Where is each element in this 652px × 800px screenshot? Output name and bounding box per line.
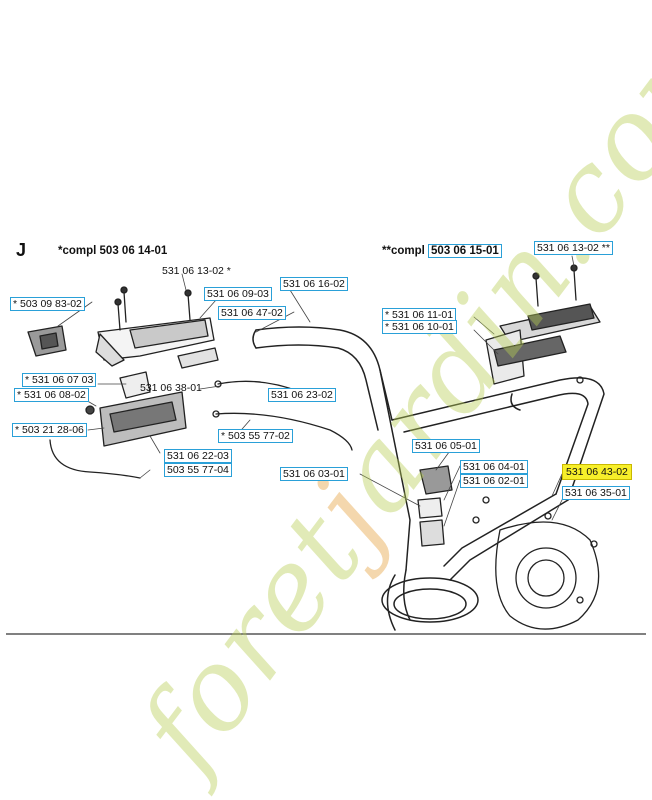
handle-frame-tube [252, 326, 605, 631]
part-label[interactable]: 531 06 13-02 * [162, 265, 231, 277]
part-label[interactable]: * 503 09 83-02 [10, 297, 85, 311]
part-label[interactable]: 531 06 03-01 [280, 467, 348, 481]
right-assembly-header: **compl 503 06 15-01 [382, 244, 502, 258]
part-label[interactable]: 531 06 02-01 [460, 474, 528, 488]
part-label[interactable]: 531 06 23-02 [268, 388, 336, 402]
part-label[interactable]: * 503 21 28-06 [12, 423, 87, 437]
part-label[interactable]: 531 06 22-03 [164, 449, 232, 463]
part-label[interactable]: 531 06 09-03 [204, 287, 272, 301]
starter-cover [495, 521, 600, 630]
section-letter: J [16, 240, 27, 260]
part-label[interactable]: 531 06 04-01 [460, 460, 528, 474]
part-label[interactable]: * 531 06 11-01 [382, 308, 457, 322]
right-assembly-part-number[interactable]: 503 06 15-01 [428, 244, 502, 258]
part-label[interactable]: * 503 55 77-02 [218, 429, 293, 443]
part-label[interactable]: 531 06 16-02 [280, 277, 348, 291]
part-label[interactable]: 531 06 05-01 [412, 439, 480, 453]
part-label[interactable]: * 531 06 08-02 [14, 388, 89, 402]
part-label[interactable]: 531 06 38-01 [140, 382, 202, 394]
part-label[interactable]: 531 06 13-02 ** [534, 241, 613, 255]
part-label[interactable]: 531 06 35-01 [562, 486, 630, 500]
part-label[interactable]: 503 55 77-04 [164, 463, 232, 477]
right-assembly-header-prefix: **compl [382, 245, 425, 257]
part-label[interactable]: 531 06 47-02 [218, 306, 286, 320]
part-label-highlighted[interactable]: 531 06 43-02 [562, 464, 632, 480]
part-label[interactable]: * 531 06 10-01 [382, 320, 457, 334]
left-assembly-header: *compl 503 06 14-01 [58, 245, 168, 257]
clamp-bracket [417, 465, 552, 547]
part-label[interactable]: * 531 06 07 03 [22, 373, 97, 387]
left-handle-assembly [27, 286, 353, 479]
right-handle-assembly [485, 264, 601, 385]
